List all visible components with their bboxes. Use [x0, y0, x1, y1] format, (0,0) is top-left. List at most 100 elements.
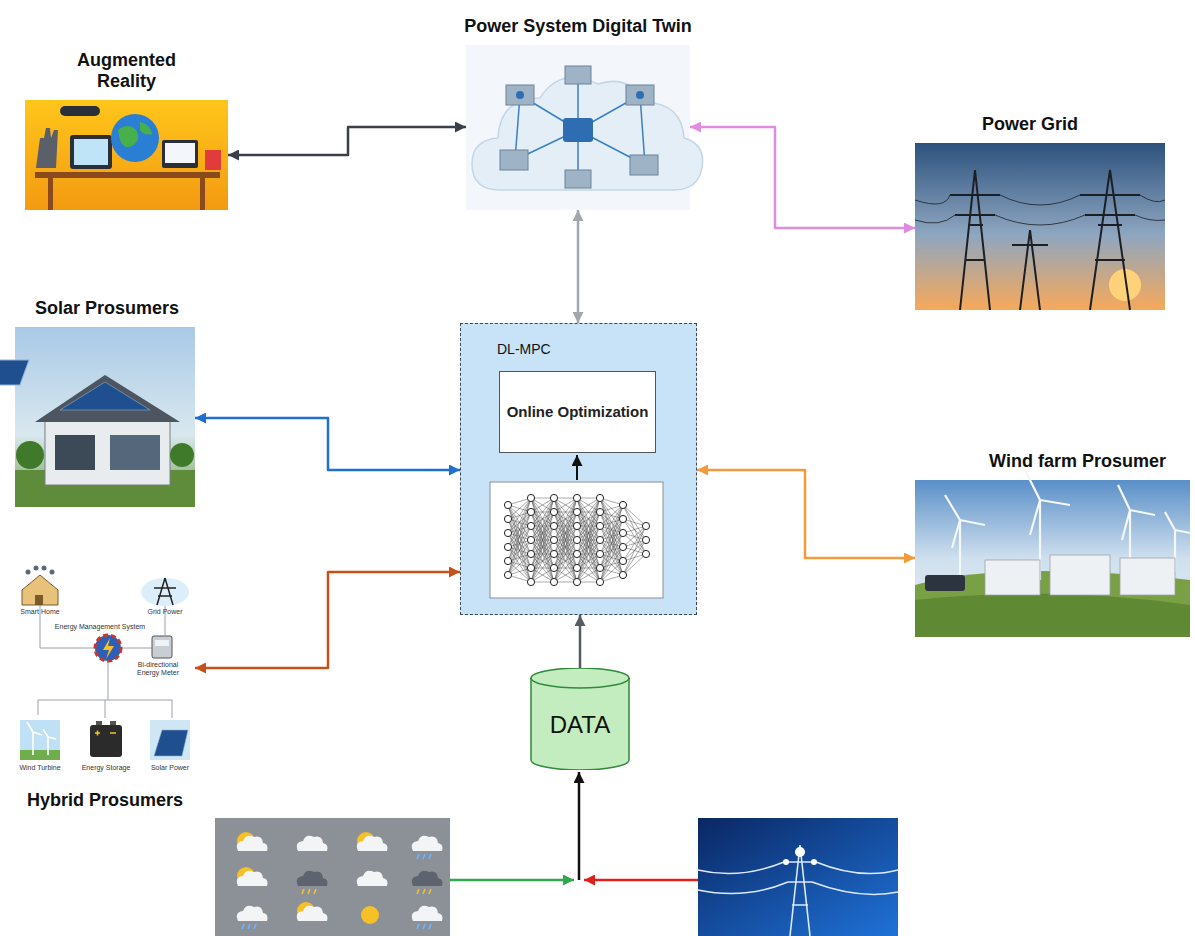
- process-label: Online Optimization: [507, 402, 649, 422]
- network-neuron: [527, 522, 534, 529]
- connector-arrow: [195, 572, 460, 668]
- network-neuron: [573, 564, 580, 571]
- icon-caption: Grid Power: [140, 608, 190, 616]
- network-link: [508, 498, 531, 561]
- weather-icon: [237, 906, 268, 929]
- network-link: [600, 519, 623, 582]
- grid-power-icon: [141, 578, 189, 606]
- energy-storage-icon: [90, 721, 122, 757]
- heading-holder: Power System Digital Twin: [418, 16, 738, 37]
- network-link: [554, 512, 577, 582]
- heading-holder: Augmented Reality: [62, 50, 192, 92]
- network-link: [554, 498, 577, 568]
- network-neuron: [550, 564, 557, 571]
- network-link: [508, 512, 531, 575]
- network-neuron: [573, 550, 580, 557]
- power-grid-picture: [915, 143, 1165, 310]
- smart-home-icon: [22, 566, 58, 606]
- network-neuron: [596, 536, 603, 543]
- network-neuron: [573, 508, 580, 515]
- data-input-arrow: [578, 772, 581, 880]
- process-box: Online Optimization: [499, 371, 656, 453]
- data-cylinder: DATA: [530, 668, 630, 770]
- network-neuron: [619, 543, 626, 550]
- neural-network-frame: [490, 482, 663, 598]
- weather-icon: [297, 836, 328, 851]
- heading-holder: Power Grid: [930, 114, 1130, 135]
- energy-management-icon: [95, 635, 121, 661]
- network-neuron: [596, 564, 603, 571]
- weather-icon: [412, 906, 443, 929]
- weather-icon: [357, 871, 388, 886]
- network-link: [600, 498, 623, 575]
- icon-caption: Smart Home: [15, 608, 65, 616]
- network-neuron: [550, 522, 557, 529]
- network-neuron: [550, 578, 557, 585]
- icon-caption: Bi-directional Energy Meter: [135, 661, 181, 677]
- connector-arrow: [577, 210, 580, 323]
- network-neuron: [596, 522, 603, 529]
- network-link: [508, 519, 531, 582]
- network-neuron: [619, 529, 626, 536]
- connector-arrow: [697, 470, 915, 558]
- weather-icon: [237, 867, 268, 886]
- network-neuron: [573, 522, 580, 529]
- connector-arrow: [690, 127, 915, 228]
- ar-picture: [25, 100, 228, 210]
- digital-twin-picture: [466, 45, 703, 210]
- node-heading: Wind farm Prosumer: [968, 451, 1188, 472]
- network-link: [508, 554, 531, 575]
- network-link: [623, 554, 646, 575]
- icon-caption: Solar Power: [147, 764, 193, 772]
- network-neuron: [596, 494, 603, 501]
- network-neuron: [504, 529, 511, 536]
- heading-holder: Hybrid Prosumers: [0, 790, 215, 811]
- solar-prosumer-box: Solar Prosumers: [15, 327, 195, 507]
- label-holder: Bi-directional Energy Meter: [135, 661, 181, 677]
- label-holder: Grid Power: [140, 608, 190, 616]
- network-neuron: [504, 543, 511, 550]
- network-neuron: [527, 494, 534, 501]
- power-grid-box: Power Grid: [915, 143, 1165, 310]
- network-link: [600, 561, 623, 582]
- network-link: [600, 498, 623, 561]
- label-holder: Energy Management System: [45, 623, 155, 631]
- network-link: [508, 505, 531, 582]
- weather-icon: [297, 871, 328, 894]
- network-neuron: [527, 550, 534, 557]
- network-neuron: [573, 494, 580, 501]
- network-neuron: [596, 550, 603, 557]
- network-link: [531, 512, 554, 582]
- heading-holder: Wind farm Prosumer: [968, 451, 1188, 472]
- dl-mpc-fill: [460, 323, 697, 615]
- data-label: DATA: [550, 711, 610, 739]
- ar-image-box: Augmented Reality: [25, 100, 228, 210]
- label-holder: Wind Turbine: [16, 764, 64, 772]
- weather-data-arrow: [450, 879, 574, 882]
- network-neuron: [619, 557, 626, 564]
- icon-caption: Wind Turbine: [16, 764, 64, 772]
- node-heading: Hybrid Prosumers: [0, 790, 215, 811]
- solar-house-picture: [0, 327, 195, 507]
- network-neuron: [504, 571, 511, 578]
- weather-icon: [361, 906, 379, 924]
- network-neuron: [527, 508, 534, 515]
- node-heading: Solar Prosumers: [7, 298, 207, 319]
- weather-icon: [412, 871, 443, 894]
- network-link: [577, 512, 600, 582]
- network-neuron: [550, 536, 557, 543]
- network-neuron: [504, 557, 511, 564]
- network-link: [508, 498, 531, 575]
- network-neuron: [642, 550, 649, 557]
- network-neuron: [619, 515, 626, 522]
- node-title: DL-MPC: [497, 341, 551, 357]
- heading-holder: Solar Prosumers: [7, 298, 207, 319]
- network-link: [577, 498, 600, 568]
- network-neuron: [619, 501, 626, 508]
- node-heading: Power Grid: [930, 114, 1130, 135]
- network-neuron: [573, 578, 580, 585]
- digital-twin-box: Power System Digital Twin: [466, 45, 690, 210]
- transmission-picture: [698, 818, 898, 936]
- network-neuron: [504, 515, 511, 522]
